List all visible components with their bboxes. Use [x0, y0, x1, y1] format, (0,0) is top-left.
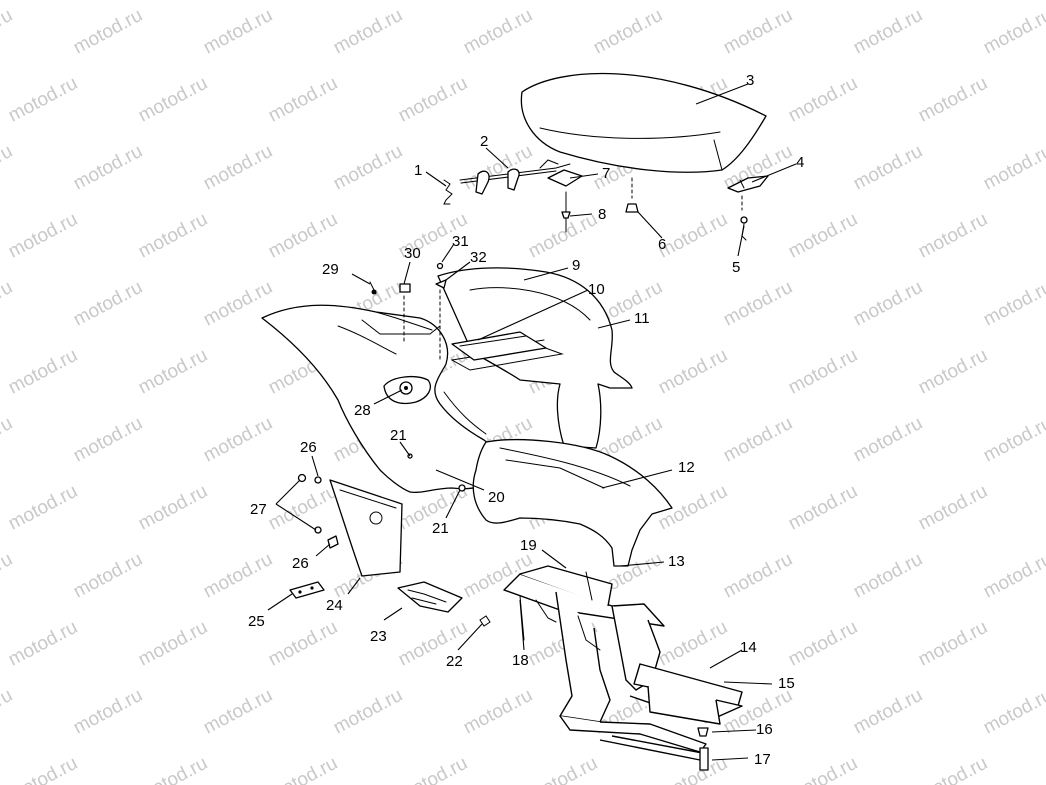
callout-18: 18 — [512, 652, 529, 669]
callout-2: 2 — [480, 133, 488, 150]
plate-part-7 — [547, 169, 583, 187]
leader-lines — [267, 83, 797, 761]
mud-flap-part — [329, 479, 403, 577]
seat-part — [520, 72, 767, 173]
front-fender-part — [472, 439, 673, 567]
callout-26b: 26 — [292, 555, 309, 572]
callout-6: 6 — [658, 236, 666, 253]
callout-12: 12 — [678, 459, 695, 476]
callout-25: 25 — [248, 613, 265, 630]
callout-27: 27 — [250, 501, 267, 518]
callout-21a: 21 — [390, 427, 407, 444]
callout-22: 22 — [446, 653, 463, 670]
skid-plate-part — [397, 581, 463, 613]
callout-labels: 1 2 3 4 5 6 7 8 9 10 11 12 13 14 15 16 1… — [248, 72, 804, 768]
callout-32: 32 — [470, 249, 487, 266]
callout-17: 17 — [754, 751, 771, 768]
callout-28: 28 — [354, 402, 371, 419]
spring-part — [443, 179, 453, 205]
callout-30: 30 — [404, 245, 421, 262]
seat-bracket-part — [727, 175, 769, 211]
callout-31: 31 — [452, 233, 469, 250]
bracket-part-25 — [289, 581, 325, 599]
callout-14: 14 — [740, 639, 757, 656]
callout-23: 23 — [370, 628, 387, 645]
fuel-cap-part — [383, 375, 431, 405]
callout-11: 11 — [634, 310, 650, 327]
callout-1: 1 — [414, 162, 422, 179]
callout-8: 8 — [598, 206, 606, 223]
seat-latch-part — [459, 159, 571, 195]
callout-10: 10 — [588, 281, 605, 298]
frame-part — [503, 565, 743, 771]
callout-24: 24 — [326, 597, 343, 614]
callout-3: 3 — [746, 72, 754, 89]
tray-part-10 — [451, 331, 547, 361]
callout-4: 4 — [796, 154, 804, 171]
callout-9: 9 — [572, 257, 580, 274]
callout-7: 7 — [602, 165, 610, 182]
callout-26a: 26 — [300, 439, 317, 456]
callout-29: 29 — [322, 261, 339, 278]
callout-15: 15 — [778, 675, 795, 692]
callout-13: 13 — [668, 553, 685, 570]
fasteners-group — [297, 262, 491, 627]
callout-21b: 21 — [432, 520, 449, 537]
callout-20: 20 — [488, 489, 505, 506]
bolt-part-8 — [561, 191, 571, 233]
callout-19: 19 — [520, 537, 537, 554]
callout-16: 16 — [756, 721, 773, 738]
callout-5: 5 — [732, 259, 740, 276]
nut-part-6 — [625, 177, 639, 213]
